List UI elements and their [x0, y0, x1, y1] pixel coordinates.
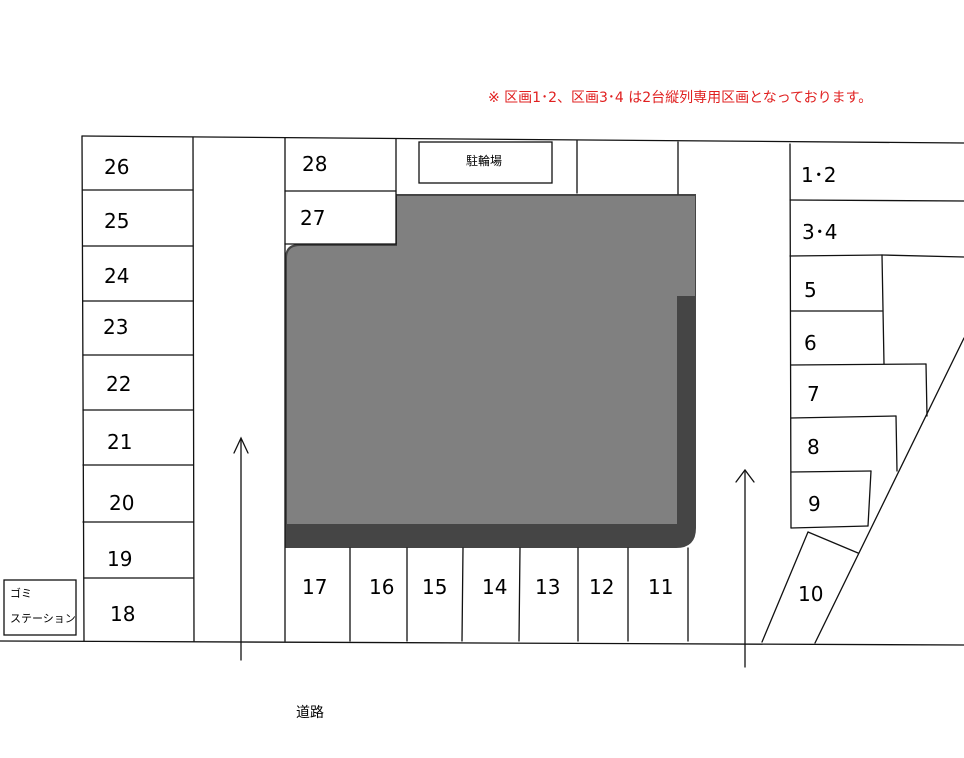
space-15-label: 15 [422, 575, 448, 599]
space-23-label: 23 [103, 315, 129, 339]
space-17-label: 17 [302, 575, 328, 599]
space-7-label: 7 [807, 382, 820, 406]
garbage-station-label: ゴミ [10, 587, 32, 600]
space-13-label: 13 [535, 575, 561, 599]
right-divider [790, 363, 927, 366]
building-light-strip [677, 196, 695, 296]
space-19-label: 19 [107, 547, 133, 571]
space-28-label: 28 [302, 152, 328, 176]
space-11-label: 11 [648, 575, 674, 599]
space-1-2-label: 1･2 [801, 163, 837, 187]
bicycle-parking-label: 駐輪場 [466, 154, 503, 168]
right-arrow-head [735, 468, 755, 483]
garbage-station-box [3, 579, 77, 636]
space-8-label: 8 [807, 435, 820, 459]
space-20-label: 20 [109, 491, 135, 515]
space-21-label: 21 [107, 430, 133, 454]
space-27-label: 27 [300, 206, 326, 230]
space-3-4-label: 3･4 [802, 220, 838, 244]
building [287, 196, 677, 524]
right-space-end [895, 415, 898, 472]
left-arrow-head [233, 436, 249, 454]
space-10-label: 10 [798, 582, 824, 606]
space-5-label: 5 [804, 278, 817, 302]
right-space-end [867, 470, 872, 527]
space-14-label: 14 [482, 575, 508, 599]
space-24-label: 24 [104, 264, 130, 288]
bicycle-parking-box [418, 141, 553, 184]
road-edge-line [0, 640, 964, 646]
space-10-left [761, 531, 809, 643]
space-16-label: 16 [369, 575, 395, 599]
left-column-outer-edge [81, 135, 85, 642]
garbage-station-label: ステーション [10, 612, 76, 625]
right-column-inner-edge [789, 143, 792, 529]
space-6-label: 6 [804, 331, 817, 355]
notice-text: ※ 区画1･2、区画3･4 は2台縦列専用区画となっております。 [488, 90, 873, 106]
right-divider [789, 199, 964, 202]
space-26-label: 26 [104, 155, 130, 179]
lot-boundary-top [81, 135, 964, 144]
space-25-label: 25 [104, 209, 130, 233]
space-9-label: 9 [808, 492, 821, 516]
bottom-divider [461, 547, 464, 642]
right-divider [790, 415, 897, 419]
right-divider [789, 254, 883, 257]
road-label: 道路 [296, 705, 324, 721]
right-divider-long [881, 254, 964, 258]
diagonal-boundary [814, 337, 964, 644]
right-divider [790, 525, 869, 529]
right-space-end [881, 254, 885, 365]
bottom-divider [518, 547, 521, 642]
space-10-top [807, 531, 859, 554]
space-12-label: 12 [589, 575, 615, 599]
space-22-label: 22 [106, 372, 132, 396]
right-divider [790, 470, 872, 473]
left-column-inner-edge [192, 136, 195, 642]
right-space-end [925, 363, 928, 417]
space-18-label: 18 [110, 602, 136, 626]
